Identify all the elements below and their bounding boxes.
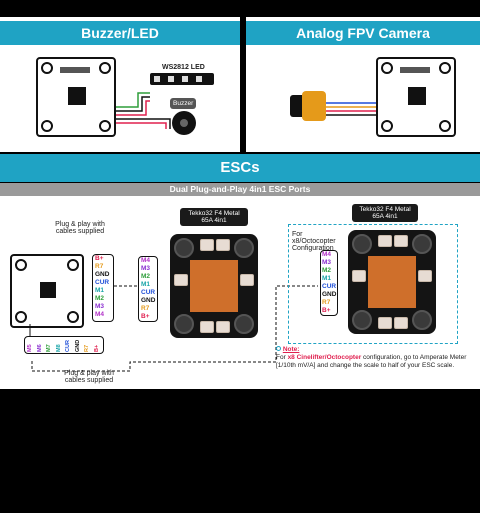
bottom-pin-m6: M6: [36, 344, 43, 352]
analog-fpv-title: Analog FPV Camera: [296, 25, 430, 41]
led-label: WS2812 LED: [162, 64, 205, 71]
esc-flight-controller: [10, 254, 84, 328]
esc2-pin-bplus: B+: [322, 307, 331, 314]
analog-fpv-header: Analog FPV Camera: [246, 21, 480, 45]
esc2-label: Tekko32 F4 Metal 65A 4in1: [352, 204, 418, 222]
octocopter-dashed-box: [288, 224, 458, 344]
flight-controller-board: [36, 57, 116, 137]
esc2-pin-m1: M1: [322, 275, 332, 282]
bottom-pin-bplus: B+: [93, 344, 100, 352]
esc1-pin-cur: CUR: [141, 289, 156, 296]
bottom-pin-r7: R7: [84, 344, 90, 352]
flight-controller-board-fpv: [376, 57, 456, 137]
buzzer-led-wires: [116, 92, 171, 129]
esc1-port-pins: [138, 256, 158, 322]
note-text: For x8 Cinelifter/Octocopter configurati…: [276, 354, 467, 369]
buzzer-led-title: Buzzer/LED: [81, 25, 159, 41]
esc1-pin-gnd: GND: [141, 297, 156, 304]
buzzer-led-panel: Buzzer/LED WS2812 LED Buzzer: [0, 17, 240, 152]
esc2-pin-m4: M4: [322, 251, 332, 258]
bottom-pin-m8: M8: [55, 344, 62, 352]
bottom-pin-m5: M5: [27, 344, 33, 352]
plug-play-top-label: Plug & play with cables supplied: [55, 221, 105, 235]
fc-pin-m4: M4: [95, 311, 105, 318]
esc2-pin-gnd: GND: [322, 291, 337, 298]
plug-play-bottom-label: Plug & play with cables supplied: [64, 370, 114, 384]
esc1-pin-m4: M4: [141, 257, 151, 264]
fc-pin-r7: R7: [95, 263, 104, 270]
camera-wires: [326, 102, 376, 116]
fc-pin-m3: M3: [95, 303, 105, 310]
bottom-pin-cur: CUR: [65, 340, 71, 352]
escs-header: ESCs: [0, 154, 480, 182]
esc2-board: [348, 230, 436, 334]
note-dot-icon: [276, 346, 281, 351]
fpv-camera: [290, 91, 326, 121]
esc1-pin-r7: R7: [141, 305, 150, 312]
escs-subheader: Dual Plug-and-Play 4in1 ESC Ports: [0, 183, 480, 196]
esc-connection-lines: [29, 285, 318, 372]
esc2-pin-r7: R7: [322, 299, 331, 306]
esc2-pin-cur: CUR: [322, 283, 337, 290]
note-block: Note: For x8 Cinelifter/Octocopter confi…: [276, 346, 476, 370]
fc-pin-gnd: GND: [95, 271, 110, 278]
buzzer-component: [172, 111, 196, 135]
fc-pin-m2: M2: [95, 295, 105, 302]
analog-fpv-panel: Analog FPV Camera: [246, 17, 480, 152]
fc-esc-port-pins: [92, 254, 114, 322]
esc2-pin-m2: M2: [322, 267, 332, 274]
esc1-label: Tekko32 F4 Metal 65A 4in1: [180, 208, 248, 226]
escs-subtitle: Dual Plug-and-Play 4in1 ESC Ports: [169, 184, 311, 194]
note-title: Note:: [282, 346, 300, 353]
bottom-pin-gnd: GND: [74, 339, 81, 352]
buzzer-led-header: Buzzer/LED: [0, 21, 240, 45]
fc-pin-bplus: B+: [95, 255, 104, 262]
esc2-pin-m3: M3: [322, 259, 332, 266]
octocopter-label: For x8/Octocopter Configuration: [292, 231, 336, 252]
esc1-pin-bplus: B+: [141, 313, 150, 320]
esc1-pin-m2: M2: [141, 273, 151, 280]
fc-pin-cur: CUR: [95, 279, 110, 286]
fc-pin-m1: M1: [95, 287, 105, 294]
esc1-pin-m3: M3: [141, 265, 151, 272]
escs-panel: Plug & play with cables supplied Tekko32…: [0, 196, 480, 389]
bottom-port-pins: [24, 336, 104, 354]
esc1-board: [170, 234, 258, 338]
led-strip: [150, 73, 214, 85]
escs-title: ESCs: [220, 159, 260, 176]
esc1-pin-m1: M1: [141, 281, 151, 288]
esc2-port-pins: [320, 250, 338, 316]
buzzer-label: Buzzer: [170, 98, 197, 109]
bottom-pin-m7: M7: [46, 344, 52, 352]
note-highlight: x8 Cinelifter/Octocopter: [287, 354, 362, 361]
